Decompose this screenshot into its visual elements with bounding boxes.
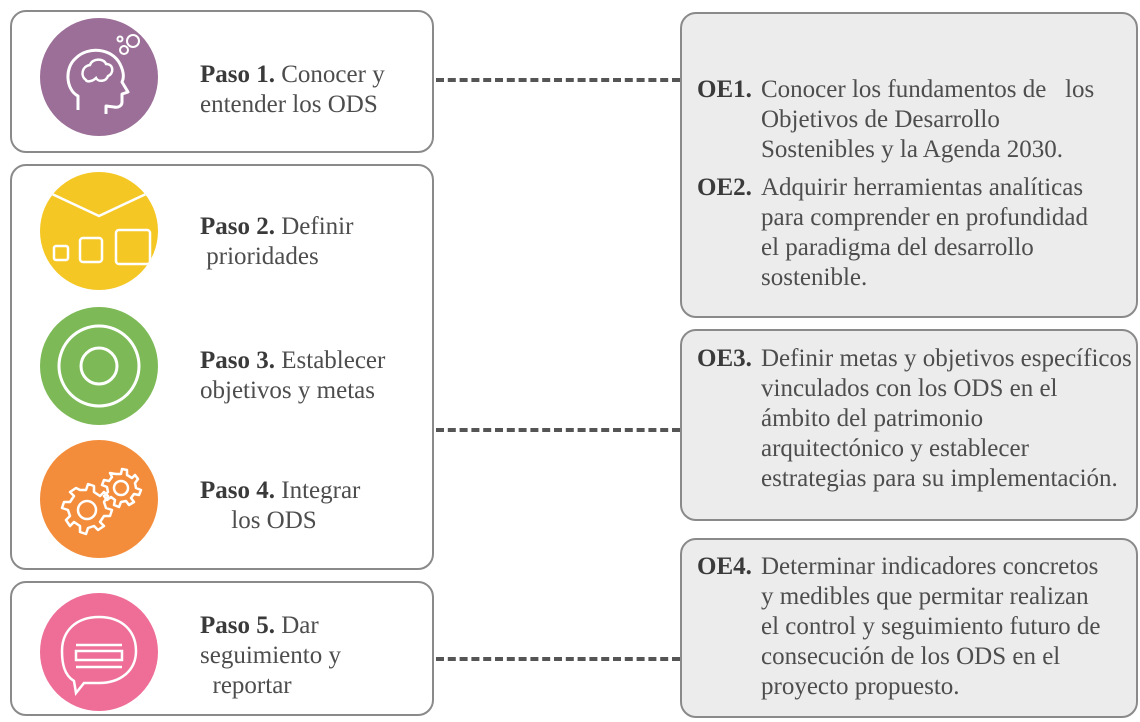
oe3-code: OE3. [697,345,752,372]
step1-line2: entender los ODS [200,91,378,118]
speech-bubble-icon [60,615,138,696]
oe1-line: Conocer los fundamentos de los [761,76,1095,103]
oe3-line: estrategias para su implementación. [761,465,1118,492]
step5-text: Paso 5. Dar seguimiento y reportar [200,611,420,701]
step4-line2: los ODS [231,507,317,534]
objectives-4-box [680,538,1138,718]
oe4-line: el control y seguimiento futuro de [761,613,1101,640]
oe4-line: y medibles que permitar realizan [761,583,1089,610]
step3-text: Paso 3. Establecer objetivos y metas [200,346,420,406]
oe2-line: sostenible. [761,264,868,291]
oe2-code: OE2. [697,174,752,201]
objectives-3-box [680,329,1138,521]
target-icon [57,324,141,408]
oe3-body: Definir metas y objetivos específicos vi… [761,344,1132,494]
oe2-line: el paradigma del desarrollo [761,234,1034,261]
oe1-body: Conocer los fundamentos de los Objetivos… [761,75,1094,165]
gears-icon [60,467,143,536]
step1-circle [40,18,158,136]
step2-label: Paso 2. [200,213,275,240]
step2-line2: prioridades [206,243,319,270]
oe3-line: Definir metas y objetivos específicos [761,345,1132,372]
oe2-line: para comprender en profundidad [761,204,1088,231]
step1-label: Paso 1. [200,61,275,88]
step1-text: Paso 1. Conocer y entender los ODS [200,60,420,120]
step5-label: Paso 5. [200,612,275,639]
oe1-line: Objetivos de Desarrollo [761,106,1000,133]
step5-circle [40,593,158,711]
step4-text: Paso 4. Integrar los ODS [200,476,420,536]
step2-text: Paso 2. Definir prioridades [200,212,420,272]
objective-oe4: OE4. Determinar indicadores concretos y … [697,552,1135,712]
oe3-line: ámbito del patrimonio [761,405,984,432]
connector-steps2-4 [436,428,680,432]
oe3-line: vinculados con los ODS en el [761,375,1058,402]
objective-oe2: OE2. Adquirir herramientas analíticas pa… [697,173,1135,298]
oe4-body: Determinar indicadores concretos y medib… [761,552,1101,702]
oe4-line: Determinar indicadores concretos [761,553,1099,580]
step3-line2: objetivos y metas [200,377,375,404]
step4-line1: Integrar [281,477,361,504]
connector-step1 [436,78,680,82]
step1-line1: Conocer y [281,61,385,88]
oe4-line: proyecto propuesto. [761,673,960,700]
oe2-line: Adquirir herramientas analíticas [761,174,1084,201]
oe1-code: OE1. [697,76,752,103]
objective-oe1: OE1. Conocer los fundamentos de los Obje… [697,75,1135,175]
step4-circle [40,440,158,558]
step2-circle [40,172,158,290]
objectives-1-2-box [680,12,1138,318]
oe2-body: Adquirir herramientas analíticas para co… [761,173,1088,293]
step4-label: Paso 4. [200,477,275,504]
oe1-line: Sostenibles y la Agenda 2030. [761,136,1064,163]
step5-line2: seguimiento y [200,642,341,669]
priority-boxes-icon [51,192,152,266]
step3-label: Paso 3. [200,347,275,374]
oe4-code: OE4. [697,553,752,580]
oe3-line: arquitectónico y establecer [761,435,1029,462]
step5-line3: reportar [212,672,292,699]
step3-line1: Establecer [281,347,386,374]
objective-oe3: OE3. Definir metas y objetivos específic… [697,344,1137,504]
step5-line1: Dar [281,612,319,639]
connector-step5 [436,657,680,661]
oe4-line: consecución de los ODS en el [761,643,1061,670]
step3-circle [40,307,158,425]
head-bulb-icon [40,18,158,136]
step2-line1: Definir [281,213,354,240]
